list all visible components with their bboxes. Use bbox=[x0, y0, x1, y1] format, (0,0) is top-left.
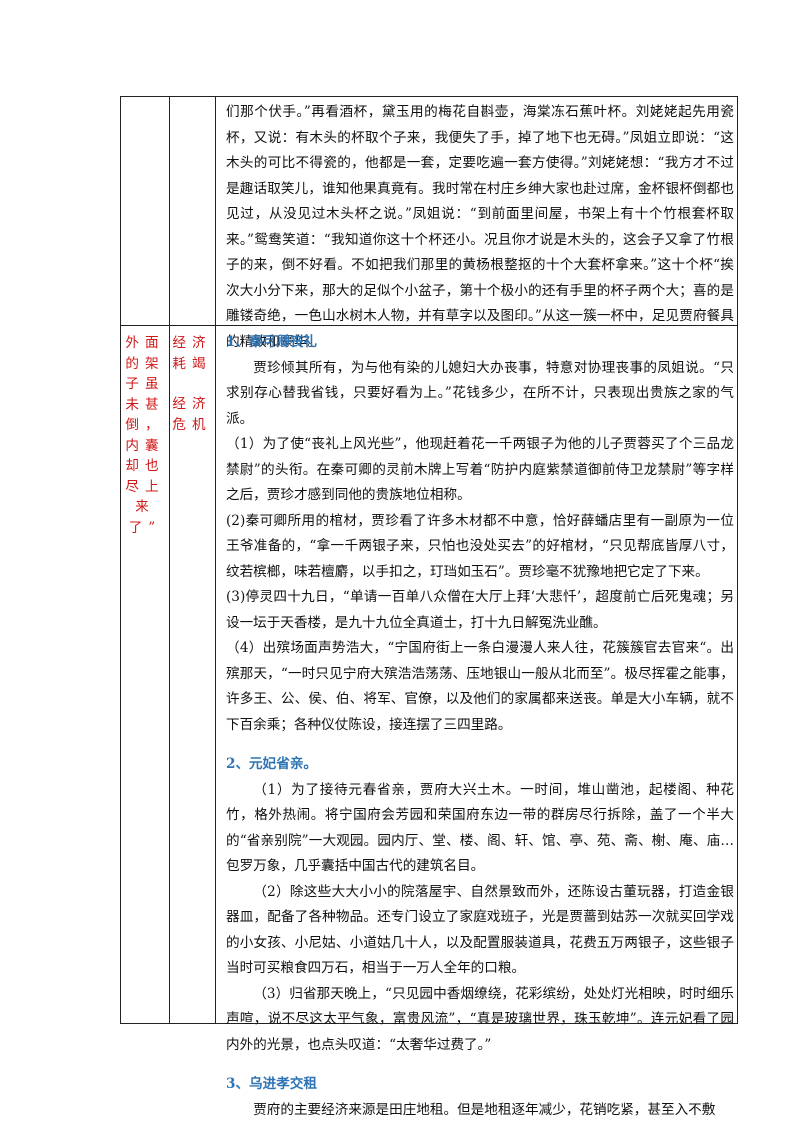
column-divider-1 bbox=[169, 97, 170, 1023]
section1-paragraph-2: （1）为了使“丧礼上风光些”，他现赶着花一千两银子为他的儿子贾蓉买了个三品龙禁尉… bbox=[226, 436, 734, 503]
section2-paragraph-2: （2）除这些大大小小的院落屋宇、自然景致而外，还陈设古董玩器，打造金银器皿，配备… bbox=[226, 883, 734, 977]
section1-paragraph-4: (3)停灵四十九日，“单请一百单八众僧在大厅上拜‘大悲忏’，超度前亡后死鬼魂；另… bbox=[226, 589, 734, 631]
column-divider-2 bbox=[215, 97, 216, 1023]
theme-quote: 外面的架子虽未甚倒，内囊却也尽上来了” bbox=[125, 335, 165, 536]
section-heading-1: 1、秦可卿丧礼 bbox=[226, 334, 318, 350]
category-label-1: 经济耗竭 bbox=[172, 335, 212, 372]
row2-theme-cell: 外面的架子虽未甚倒，内囊却也尽上来了” bbox=[125, 333, 165, 538]
row2-category-cell: 经济耗竭 经济危机 bbox=[171, 333, 213, 435]
section2-paragraph-3: （3）归省那天晚上，“只见园中香烟缭绕，花彩缤纷，处处灯光相映，时时细乐声喧，说… bbox=[226, 985, 734, 1053]
section1-paragraph-1: 贾珍倾其所有，为与他有染的儿媳妇大办丧事，特意对协理丧事的凤姐说。“只求别存心替… bbox=[226, 359, 734, 427]
category-label-2: 经济危机 bbox=[172, 396, 212, 433]
section1-paragraph-3: (2)秦可卿所用的棺材，贾珍看了许多木材都不中意，恰好薛蟠店里有一副原为一位王爷… bbox=[226, 512, 734, 580]
row1-text-cell: 们那个伏手。”再看酒杯，黛玉用的梅花自斟壶，海棠冻石蕉叶杯。刘姥姥起先用瓷杯，又… bbox=[226, 100, 734, 355]
row2-text-cell: 1、秦可卿丧礼 贾珍倾其所有，为与他有染的儿媳妇大办丧事，特意对协理丧事的凤姐说… bbox=[226, 330, 734, 1123]
content-table: 们那个伏手。”再看酒杯，黛玉用的梅花自斟壶，海棠冻石蕉叶杯。刘姥姥起先用瓷杯，又… bbox=[120, 96, 738, 1118]
section-heading-3: 3、乌进孝交租 bbox=[226, 1076, 318, 1092]
row-divider bbox=[121, 325, 737, 326]
section3-paragraph-1: 贾府的主要经济来源是田庄地租。但是地租逐年减少，花销吃紧，甚至入不敷 bbox=[253, 1101, 716, 1118]
section1-paragraph-5: （4）出殡场面声势浩大，“宁国府街上一条白漫漫人来人往，花簇簇官去官来“。出殡那… bbox=[226, 640, 734, 733]
section2-paragraph-1: （1）为了接待元春省亲，贾府大兴土木。一时间，堆山凿池，起楼阁、种花竹，格外热闹… bbox=[226, 781, 734, 875]
section-heading-2: 2、元妃省亲。 bbox=[226, 756, 318, 772]
row1-paragraph: 们那个伏手。”再看酒杯，黛玉用的梅花自斟壶，海棠冻石蕉叶杯。刘姥姥起先用瓷杯，又… bbox=[226, 104, 734, 350]
